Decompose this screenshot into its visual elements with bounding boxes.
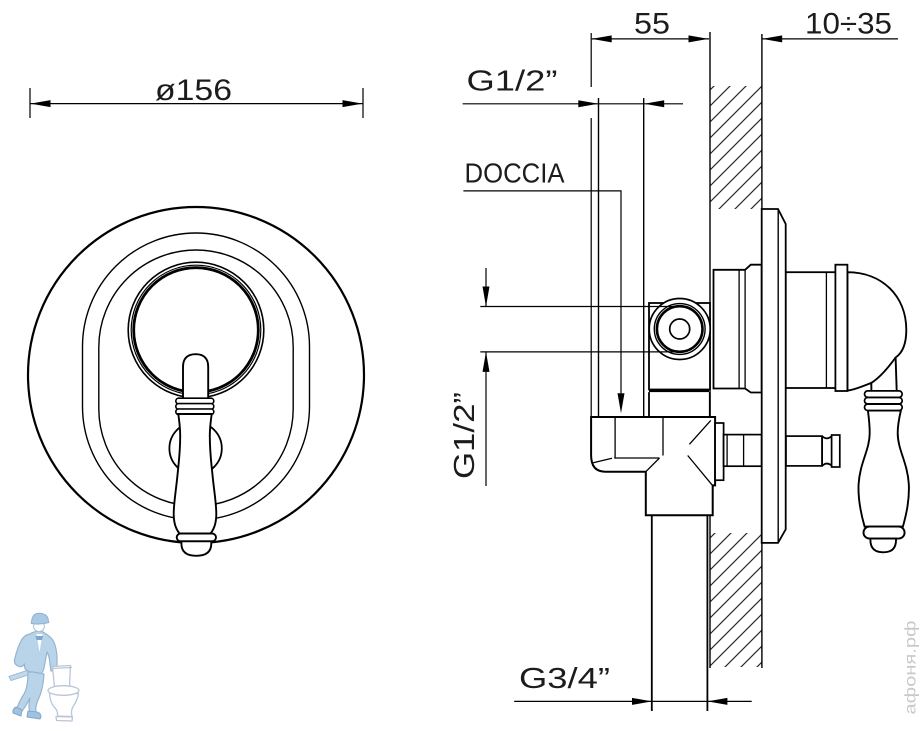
svg-text:10÷35: 10÷35 — [805, 8, 892, 41]
svg-text:DOCCIA: DOCCIA — [465, 158, 565, 189]
svg-text:G3/4”: G3/4” — [519, 663, 610, 695]
svg-text:G1/2”: G1/2” — [449, 392, 481, 479]
svg-text:G1/2”: G1/2” — [467, 66, 558, 98]
svg-text:афоня.рф: афоня.рф — [903, 621, 920, 715]
svg-text:ø156: ø156 — [155, 74, 232, 107]
svg-text:55: 55 — [634, 8, 670, 41]
